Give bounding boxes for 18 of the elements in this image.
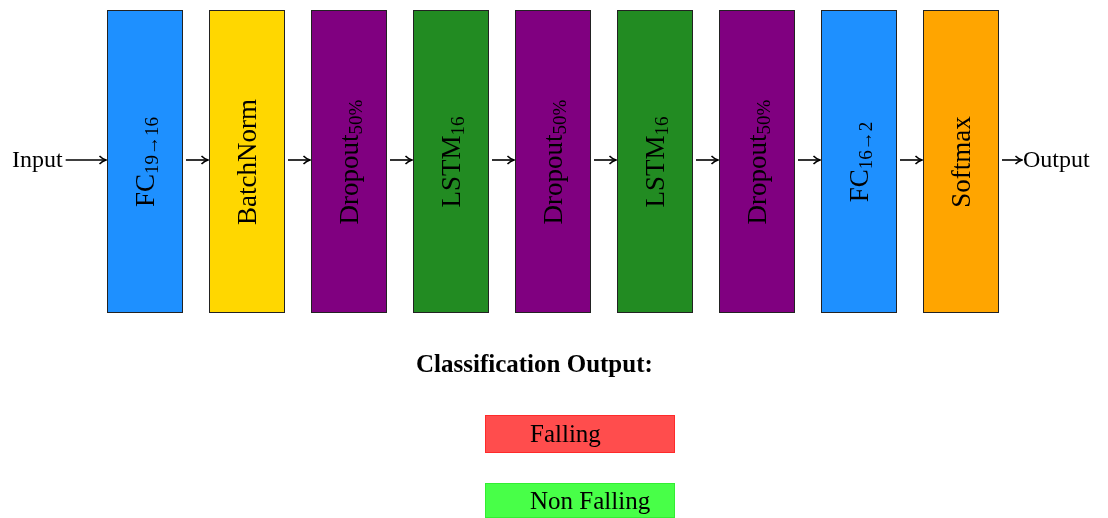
layer-box [515, 10, 591, 313]
text-label: Input [12, 147, 63, 171]
layer-box [821, 10, 897, 313]
layer-box [413, 10, 489, 313]
class-box [485, 483, 675, 518]
class-label: Falling [530, 420, 601, 448]
layer-box [107, 10, 183, 313]
layer-box [617, 10, 693, 313]
layer-box [311, 10, 387, 313]
layer-box [923, 10, 999, 313]
layer-box [719, 10, 795, 313]
layer-label: Softmax [947, 115, 975, 208]
section-heading: Classification Output: [416, 350, 653, 378]
layer-label: BatchNorm [233, 98, 261, 225]
text-label: Output [1023, 147, 1090, 171]
class-label: Non Falling [530, 486, 651, 515]
class-box [485, 415, 675, 453]
layer-box [209, 10, 285, 313]
